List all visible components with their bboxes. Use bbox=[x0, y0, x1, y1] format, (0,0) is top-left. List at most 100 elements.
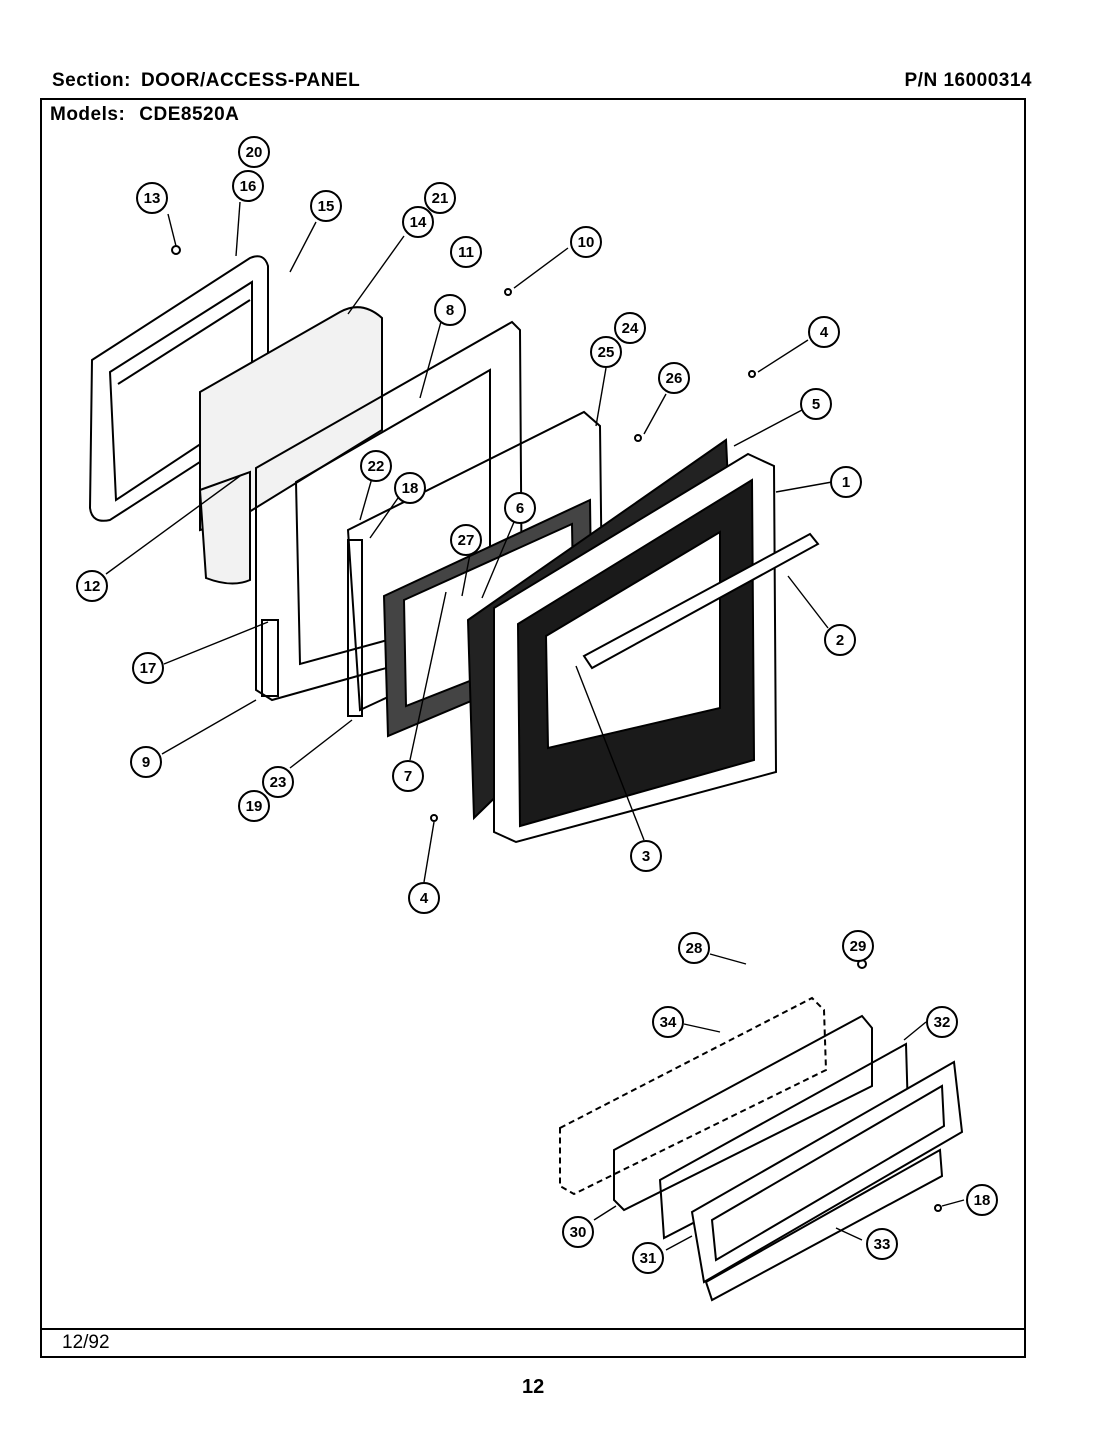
section-title: Section:DOOR/ACCESS-PANEL bbox=[52, 70, 360, 92]
models-label: Models: bbox=[50, 104, 126, 125]
screw-13 bbox=[171, 245, 181, 255]
screw-26 bbox=[634, 434, 642, 442]
callout-circle-25 bbox=[590, 336, 622, 368]
leader-4-top bbox=[757, 339, 809, 373]
callout-circle-23 bbox=[262, 766, 294, 798]
callout-label-3: 3 bbox=[642, 848, 650, 865]
callout-label-9: 9 bbox=[142, 754, 150, 771]
leader-28 bbox=[709, 953, 747, 965]
callout-label-20: 20 bbox=[246, 144, 263, 161]
callout-label-1: 1 bbox=[842, 474, 850, 491]
callout-label-7: 7 bbox=[404, 768, 412, 785]
leader-14 bbox=[347, 235, 405, 315]
leader-3 bbox=[575, 665, 645, 841]
callout-label-19: 19 bbox=[246, 798, 263, 815]
section-label: Section: bbox=[52, 70, 131, 91]
callout-circle-28 bbox=[678, 932, 710, 964]
page-number: 12 bbox=[522, 1376, 545, 1398]
callout-circle-12 bbox=[76, 570, 108, 602]
callout-circle-33 bbox=[866, 1228, 898, 1260]
callout-label-27: 27 bbox=[458, 532, 475, 549]
leader-33 bbox=[835, 1227, 863, 1241]
leader-31 bbox=[665, 1235, 693, 1251]
leader-30 bbox=[593, 1205, 617, 1221]
callout-label-10: 10 bbox=[578, 234, 595, 251]
callout-label-23: 23 bbox=[270, 774, 287, 791]
callout-circle-17 bbox=[132, 652, 164, 684]
leader-6 bbox=[481, 521, 515, 599]
diagram-frame bbox=[40, 98, 1026, 1358]
leader-1 bbox=[775, 481, 833, 493]
revision-date: 12/92 bbox=[62, 1332, 110, 1353]
leader-12 bbox=[105, 475, 241, 575]
access-panel-door-32 bbox=[690, 1060, 964, 1284]
leader-25 bbox=[595, 367, 607, 427]
callout-circle-1 bbox=[830, 466, 862, 498]
leader-34 bbox=[683, 1023, 721, 1033]
callout-label-21: 21 bbox=[432, 190, 449, 207]
access-panel-window bbox=[710, 1084, 946, 1262]
callout-label-26: 26 bbox=[666, 370, 683, 387]
callout-label-18: 18 bbox=[402, 480, 419, 497]
callout-label-4: 4 bbox=[420, 890, 429, 907]
callout-circle-15 bbox=[310, 190, 342, 222]
callout-label-2: 2 bbox=[836, 632, 844, 649]
callout-circle-2 bbox=[824, 624, 856, 656]
callout-label-5: 5 bbox=[812, 396, 820, 413]
leader-15 bbox=[289, 221, 317, 273]
footer-divider bbox=[40, 1328, 1026, 1330]
callout-circle-4 bbox=[408, 882, 440, 914]
leader-32 bbox=[903, 1021, 927, 1041]
callout-label-24: 24 bbox=[622, 320, 639, 337]
callout-label-13: 13 bbox=[144, 190, 161, 207]
callout-label-18: 18 bbox=[974, 1192, 991, 1209]
callout-label-11: 11 bbox=[458, 244, 474, 261]
callout-circle-34 bbox=[652, 1006, 684, 1038]
callout-label-17: 17 bbox=[140, 660, 157, 677]
upper-door-assembly bbox=[88, 245, 820, 844]
callout-label-31: 31 bbox=[640, 1250, 657, 1267]
insulation-lower bbox=[198, 470, 251, 585]
callout-circle-16 bbox=[232, 170, 264, 202]
callout-label-32: 32 bbox=[934, 1014, 951, 1031]
callout-label-28: 28 bbox=[686, 940, 703, 957]
callout-label-33: 33 bbox=[874, 1236, 891, 1253]
leader-16 bbox=[235, 201, 241, 257]
screw-10 bbox=[504, 288, 512, 296]
screw-18-bottom bbox=[934, 1204, 942, 1212]
leader-10 bbox=[513, 247, 569, 289]
screw-4-bottom bbox=[430, 814, 438, 822]
leader-2 bbox=[787, 575, 829, 629]
callout-label-8: 8 bbox=[446, 302, 454, 319]
callout-circle-9 bbox=[130, 746, 162, 778]
callout-circle-8 bbox=[434, 294, 466, 326]
callout-circle-7 bbox=[392, 760, 424, 792]
callout-circle-20 bbox=[238, 136, 270, 168]
callout-circle-5 bbox=[800, 388, 832, 420]
callout-circle-26 bbox=[658, 362, 690, 394]
leader-22 bbox=[359, 477, 373, 521]
leader-23 bbox=[289, 719, 353, 769]
leader-9 bbox=[161, 699, 257, 755]
leader-5 bbox=[733, 409, 803, 447]
models-line: Models:CDE8520A bbox=[50, 104, 239, 126]
leader-26 bbox=[643, 393, 667, 435]
leader-27 bbox=[461, 553, 471, 597]
callout-circle-27 bbox=[450, 524, 482, 556]
callout-circle-31 bbox=[632, 1242, 664, 1274]
callout-label-34: 34 bbox=[660, 1014, 677, 1031]
callout-circle-10 bbox=[570, 226, 602, 258]
callout-circle-11 bbox=[450, 236, 482, 268]
callout-circle-32 bbox=[926, 1006, 958, 1038]
callout-circle-4 bbox=[808, 316, 840, 348]
callout-label-29: 29 bbox=[850, 938, 867, 955]
callout-circle-13 bbox=[136, 182, 168, 214]
callout-label-12: 12 bbox=[84, 578, 101, 595]
leader-17 bbox=[163, 621, 269, 665]
part-number: P/N 16000314 bbox=[904, 70, 1032, 91]
screw-4-top bbox=[748, 370, 756, 378]
callout-circle-22 bbox=[360, 450, 392, 482]
access-panel-assembly bbox=[559, 959, 964, 1302]
